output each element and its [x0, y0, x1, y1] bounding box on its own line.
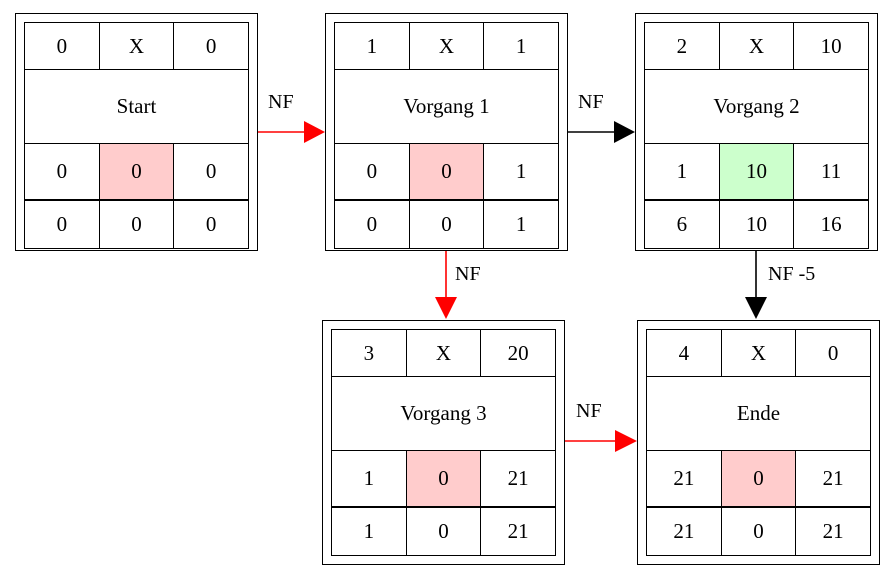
cell-bottom-center: 0: [98, 199, 175, 249]
arrow-down-icon: [435, 251, 457, 319]
cell-bottom-right: 16: [793, 199, 869, 249]
edge-label-vorgang-3-to-ende: NF: [576, 400, 602, 422]
cell-middle-left: 1: [331, 450, 407, 508]
table-row: 1 X 1: [334, 22, 559, 70]
cell-middle-center-highlight: 0: [405, 450, 482, 508]
arrow-start-to-vorgang-1: [258, 118, 326, 146]
node-vorgang-3[interactable]: 3 X 20 Vorgang 3 1 0 21 1 0 21: [322, 320, 565, 565]
cell-header-right: 20: [480, 329, 556, 377]
arrow-right-icon: [568, 121, 635, 143]
cell-middle-center-highlight: 0: [408, 143, 485, 201]
table-row: 2 X 10: [644, 22, 869, 70]
cell-bottom-center: 10: [718, 199, 795, 249]
table-row: 1 0 21: [331, 506, 556, 556]
node-vorgang-2[interactable]: 2 X 10 Vorgang 2 1 10 11 6 10 16: [635, 13, 878, 251]
edge-label-vorgang-1-to-vorgang-2: NF: [578, 91, 604, 113]
table-row: 0 0 0: [24, 143, 249, 201]
edge-label-vorgang-2-to-ende: NF -5: [768, 263, 816, 285]
cell-header-left: 1: [334, 22, 410, 70]
arrow-vorgang-1-to-vorgang-2: [568, 118, 636, 146]
cell-bottom-right: 1: [483, 199, 559, 249]
cell-bottom-center: 0: [405, 506, 482, 556]
cell-header-left: 0: [24, 22, 100, 70]
node-title: Ende: [646, 376, 871, 451]
cell-middle-left: 21: [646, 450, 722, 508]
table-row: 6 10 16: [644, 199, 869, 249]
cell-bottom-left: 0: [24, 199, 100, 249]
table-row: 1 10 11: [644, 143, 869, 201]
node-title: Start: [24, 69, 249, 144]
node-title: Vorgang 3: [331, 376, 556, 451]
cell-middle-right: 1: [483, 143, 559, 201]
cell-header-left: 3: [331, 329, 407, 377]
arrow-down-icon: [745, 251, 767, 319]
arrow-vorgang-1-to-vorgang-3: [432, 251, 460, 320]
node-start-table: 0 X 0 Start 0 0 0 0 0 0: [24, 22, 249, 249]
cell-bottom-left: 6: [644, 199, 720, 249]
node-vorgang-3-table: 3 X 20 Vorgang 3 1 0 21 1 0 21: [331, 329, 556, 556]
table-row: 1 0 21: [331, 450, 556, 508]
cell-bottom-left: 21: [646, 506, 722, 556]
edge-label-vorgang-1-to-vorgang-3: NF: [455, 263, 481, 285]
cell-header-right: 0: [795, 329, 871, 377]
table-row: 0 0 1: [334, 143, 559, 201]
node-start[interactable]: 0 X 0 Start 0 0 0 0 0 0: [15, 13, 258, 251]
cell-bottom-right: 21: [795, 506, 871, 556]
cell-header-center: X: [720, 329, 797, 377]
table-row: 21 0 21: [646, 506, 871, 556]
cell-header-center: X: [718, 22, 795, 70]
table-row: 0 0 0: [24, 199, 249, 249]
cell-bottom-center: 0: [720, 506, 797, 556]
table-row: 3 X 20: [331, 329, 556, 377]
node-ende[interactable]: 4 X 0 Ende 21 0 21 21 0 21: [637, 320, 880, 565]
cell-bottom-left: 0: [334, 199, 410, 249]
cell-bottom-center: 0: [408, 199, 485, 249]
cell-header-right: 0: [173, 22, 249, 70]
cell-middle-left: 1: [644, 143, 720, 201]
arrow-right-icon: [565, 430, 637, 452]
node-title: Vorgang 1: [334, 69, 559, 144]
table-row: 0 0 1: [334, 199, 559, 249]
cell-middle-center-highlight: 10: [718, 143, 795, 201]
cell-header-center: X: [98, 22, 175, 70]
cell-middle-left: 0: [334, 143, 410, 201]
arrow-vorgang-3-to-ende: [565, 427, 638, 455]
node-vorgang-1-table: 1 X 1 Vorgang 1 0 0 1 0 0 1: [334, 22, 559, 249]
cell-header-center: X: [408, 22, 485, 70]
table-row: Start: [24, 69, 249, 144]
cell-middle-right: 0: [173, 143, 249, 201]
cell-bottom-right: 21: [480, 506, 556, 556]
node-vorgang-2-table: 2 X 10 Vorgang 2 1 10 11 6 10 16: [644, 22, 869, 249]
table-row: Ende: [646, 376, 871, 451]
cell-middle-center-highlight: 0: [98, 143, 175, 201]
cell-middle-center-highlight: 0: [720, 450, 797, 508]
cell-header-left: 2: [644, 22, 720, 70]
cell-middle-right: 11: [793, 143, 869, 201]
arrow-right-icon: [258, 121, 325, 143]
cell-header-right: 1: [483, 22, 559, 70]
edge-label-start-to-vorgang-1: NF: [268, 91, 294, 113]
node-title: Vorgang 2: [644, 69, 869, 144]
cell-header-right: 10: [793, 22, 869, 70]
arrow-vorgang-2-to-ende: [742, 251, 770, 320]
table-row: 0 X 0: [24, 22, 249, 70]
table-row: Vorgang 3: [331, 376, 556, 451]
cell-bottom-right: 0: [173, 199, 249, 249]
table-row: 21 0 21: [646, 450, 871, 508]
cell-middle-left: 0: [24, 143, 100, 201]
cell-bottom-left: 1: [331, 506, 407, 556]
cell-header-left: 4: [646, 329, 722, 377]
node-ende-table: 4 X 0 Ende 21 0 21 21 0 21: [646, 329, 871, 556]
cell-middle-right: 21: [480, 450, 556, 508]
table-row: Vorgang 1: [334, 69, 559, 144]
table-row: Vorgang 2: [644, 69, 869, 144]
cell-header-center: X: [405, 329, 482, 377]
table-row: 4 X 0: [646, 329, 871, 377]
node-vorgang-1[interactable]: 1 X 1 Vorgang 1 0 0 1 0 0 1: [325, 13, 568, 251]
cell-middle-right: 21: [795, 450, 871, 508]
